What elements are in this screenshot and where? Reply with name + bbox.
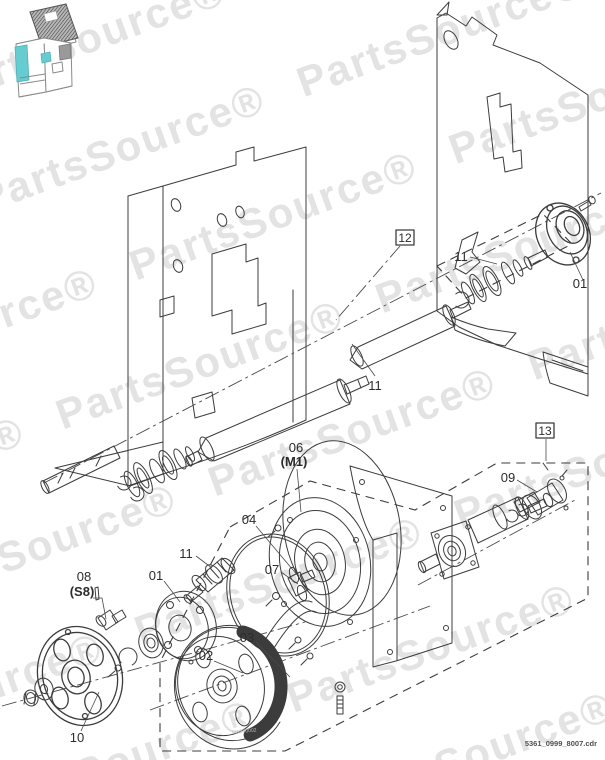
input-shaft-and-bearings bbox=[40, 445, 196, 502]
toothed-belt-03 bbox=[173, 600, 317, 750]
right-panel bbox=[436, 1, 589, 397]
drive-belt-04 bbox=[226, 533, 330, 657]
callout-03: 03 bbox=[240, 630, 254, 645]
callout-06: 06 bbox=[289, 440, 303, 455]
highlight-part bbox=[40, 51, 52, 64]
callout-02: 02 bbox=[199, 648, 213, 663]
callout-11-top: 11 bbox=[454, 249, 468, 264]
watermark-text: PartsSource® bbox=[202, 358, 502, 506]
drawing-reference: 5361_0999_8007.cdr bbox=[525, 739, 597, 748]
circlip bbox=[129, 486, 145, 502]
coupling-stack-upper bbox=[452, 249, 549, 309]
bracket-scrap bbox=[454, 231, 481, 275]
leader-lines bbox=[80, 245, 584, 732]
callout-12: 12 bbox=[398, 231, 412, 245]
gearmotor-centerline bbox=[417, 499, 576, 586]
subassembly-12-boundary bbox=[436, 213, 573, 299]
circlip-lower bbox=[118, 647, 138, 667]
gearmotor-assembly bbox=[417, 492, 554, 580]
circlip bbox=[452, 291, 470, 309]
circlip bbox=[116, 475, 132, 491]
callout-07: 07 bbox=[265, 562, 279, 577]
hinge bbox=[58, 43, 72, 61]
callout-labels: 12 13 11 01 11 06 (M1) 04 09 11 01 07 08… bbox=[70, 229, 587, 745]
callout-01-top: 01 bbox=[573, 276, 587, 291]
callout-s8: (S8) bbox=[70, 584, 95, 599]
washer bbox=[34, 677, 54, 701]
roller-shaft-a bbox=[185, 375, 370, 467]
flange-hub-01-lower bbox=[155, 590, 217, 665]
sensor-08 bbox=[94, 586, 127, 631]
panel-label bbox=[43, 10, 59, 23]
bearing-housing-top bbox=[535, 202, 591, 266]
lower-centerline-b bbox=[149, 605, 431, 711]
main-centerline bbox=[43, 192, 602, 484]
callout-box-12 bbox=[395, 229, 415, 246]
roller-shaft-b bbox=[349, 301, 472, 370]
adjuster-11-lower bbox=[183, 557, 236, 604]
callout-09: 09 bbox=[501, 470, 515, 485]
callout-10: 10 bbox=[70, 730, 84, 745]
pulley-10 bbox=[36, 625, 124, 727]
small-screws bbox=[267, 524, 314, 666]
bearing-lower bbox=[138, 627, 164, 659]
callout-08: 08 bbox=[77, 569, 91, 584]
callout-box-13 bbox=[535, 422, 555, 439]
highlight-panel bbox=[14, 44, 30, 83]
callout-01-low: 01 bbox=[149, 568, 163, 583]
timing-pulley-02 bbox=[175, 625, 288, 742]
callout-13: 13 bbox=[538, 424, 552, 438]
gear-teeth bbox=[236, 625, 288, 742]
nut bbox=[23, 689, 39, 707]
watermark-text: PartsSource® bbox=[280, 574, 580, 722]
watermark-text: PartsSource® bbox=[0, 690, 261, 760]
micro-part-code: MAB#0002 bbox=[232, 727, 257, 736]
callout-04: 04 bbox=[242, 512, 256, 527]
detail-view-boundary bbox=[159, 462, 589, 752]
solenoid-09 bbox=[513, 462, 569, 520]
screw-top-right bbox=[578, 195, 596, 212]
drive-motor-m1 bbox=[268, 440, 453, 668]
machine-location-thumbnail bbox=[14, 3, 79, 98]
circlip bbox=[515, 503, 529, 517]
bolt-and-washer bbox=[334, 681, 346, 715]
callout-m1: (M1) bbox=[281, 454, 308, 469]
watermark-text: PartsSource® bbox=[0, 75, 271, 223]
watermark-text: PartsSource® bbox=[123, 142, 423, 290]
callout-11-low: 11 bbox=[179, 546, 193, 561]
watermark-text: PartsSource® bbox=[369, 174, 605, 322]
watermark-text: PartsSource® bbox=[128, 507, 428, 655]
callout-11-mid: 11 bbox=[368, 378, 382, 393]
